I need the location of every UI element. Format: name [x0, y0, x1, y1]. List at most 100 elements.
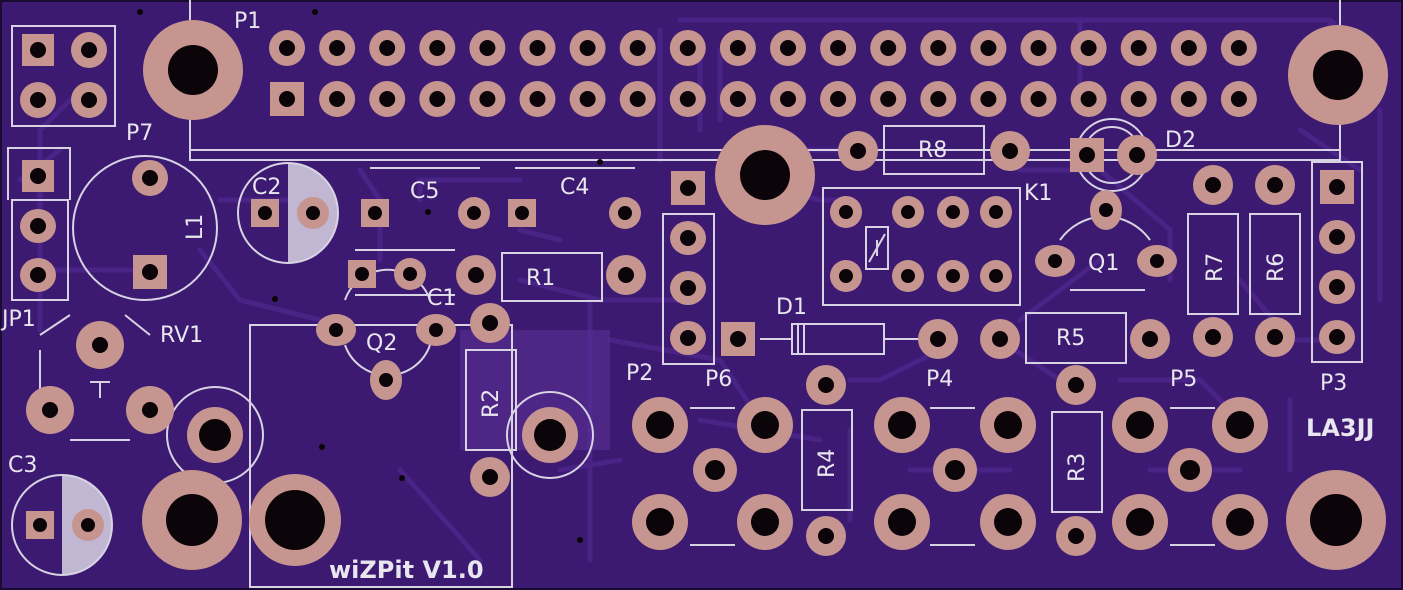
pad-hole	[818, 377, 834, 393]
pad-hole	[258, 206, 272, 220]
pad-hole	[329, 40, 346, 56]
pad-hole	[42, 402, 58, 418]
pad-hole	[1267, 177, 1283, 193]
vias	[137, 9, 603, 543]
label-p6: P6	[705, 367, 732, 392]
pad-hole	[30, 218, 46, 234]
pad-hole	[403, 267, 417, 281]
pad-hole	[306, 206, 320, 220]
pad-hole	[368, 206, 382, 220]
label-r8: R8	[918, 138, 947, 163]
pad-hole	[980, 91, 997, 107]
pad-hole	[751, 508, 779, 536]
pad-hole	[994, 508, 1022, 536]
pad-hole	[379, 91, 396, 107]
pad-hole	[989, 269, 1003, 283]
pad-hole	[467, 206, 481, 220]
pad-hole	[479, 40, 496, 56]
label-c3: C3	[8, 453, 37, 478]
pad-hole	[629, 40, 646, 56]
pad-hole	[1205, 329, 1221, 345]
pad-hole	[618, 206, 632, 220]
label-jp1: JP1	[0, 307, 36, 332]
pad-hole	[629, 91, 646, 107]
pad-hole	[946, 205, 960, 219]
pad-hole	[1068, 377, 1084, 393]
pad-hole	[1267, 329, 1283, 345]
pad-hole	[729, 40, 746, 56]
pad-hole	[1068, 528, 1084, 544]
pad-hole	[30, 42, 46, 58]
pad-hole	[830, 40, 847, 56]
pad-hole	[355, 267, 369, 281]
pad-hole	[850, 143, 866, 159]
pad-hole	[1329, 279, 1345, 295]
pad-hole	[142, 402, 158, 418]
pad-hole	[1180, 460, 1200, 480]
mounting-holes	[142, 20, 1388, 570]
pad-hole	[945, 460, 965, 480]
pad-hole	[1180, 40, 1197, 56]
pad-hole	[1126, 411, 1154, 439]
pad-hole	[880, 91, 897, 107]
pad-hole	[930, 91, 947, 107]
pad-hole	[751, 411, 779, 439]
pad-hole	[579, 91, 596, 107]
pad-hole	[33, 518, 47, 532]
pad-hole	[930, 40, 947, 56]
pad-hole	[1002, 143, 1018, 159]
pad-hole	[839, 269, 853, 283]
pad-hole	[780, 40, 796, 56]
pad-hole	[142, 264, 158, 280]
label-p3: P3	[1320, 371, 1347, 396]
pad-hole	[680, 180, 696, 196]
label-c4: C4	[560, 175, 589, 200]
pad-hole	[279, 91, 295, 107]
pad-hole	[901, 269, 915, 283]
label-r3: R3	[1065, 453, 1090, 482]
pad-hole	[839, 205, 853, 219]
label-p2: P2	[626, 361, 653, 386]
label-r5: R5	[1056, 326, 1085, 351]
pad-hole	[1130, 40, 1147, 56]
label-r4: R4	[815, 449, 840, 478]
pad-hole	[1329, 229, 1345, 245]
pad-hole	[1329, 329, 1345, 345]
pad-hole	[1205, 177, 1221, 193]
pad-hole	[992, 331, 1008, 347]
pad-hole	[729, 91, 746, 107]
label-r1: R1	[526, 266, 555, 291]
pad-hole	[780, 91, 796, 107]
label-r6: R6	[1264, 253, 1289, 282]
pad-hole	[379, 373, 393, 387]
label-q2: Q2	[366, 331, 397, 356]
label-r7: R7	[1203, 253, 1228, 282]
pad-hole	[1329, 179, 1345, 195]
pad-hole	[994, 411, 1022, 439]
pad-hole	[679, 40, 696, 56]
pad-hole	[888, 411, 916, 439]
pad-hole	[1080, 91, 1097, 107]
label-rv1: RV1	[160, 323, 203, 348]
label-r2: R2	[479, 389, 504, 418]
pad-hole	[646, 411, 674, 439]
pad-hole	[379, 40, 396, 56]
label-p1: P1	[234, 9, 261, 34]
pad-hole	[680, 330, 696, 346]
pad-hole	[482, 315, 498, 331]
pad-hole	[930, 331, 946, 347]
pad-hole	[142, 170, 158, 186]
pad-hole	[680, 230, 696, 246]
pad-hole	[329, 323, 343, 337]
pad-hole	[618, 267, 634, 283]
pad-hole	[880, 40, 897, 56]
label-p5: P5	[1170, 367, 1197, 392]
pad-hole	[980, 40, 997, 56]
pad-hole	[705, 460, 725, 480]
pad-hole	[1079, 147, 1095, 163]
board-name-label: wiZPit V1.0	[329, 556, 484, 584]
pad-hole	[329, 91, 346, 107]
pad-hole	[92, 337, 108, 353]
label-d2: D2	[1165, 128, 1196, 153]
